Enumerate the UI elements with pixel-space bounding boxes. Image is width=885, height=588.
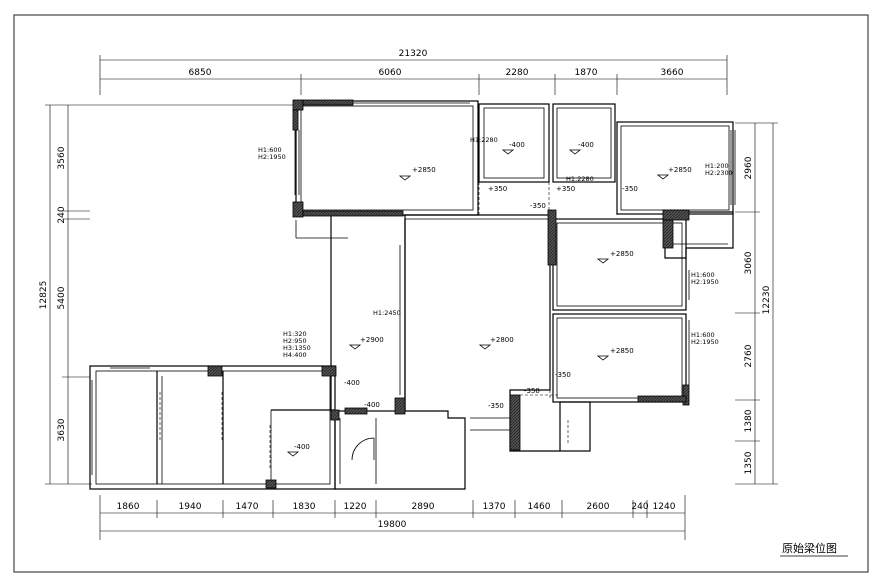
dim-right-1: 2960	[744, 156, 754, 179]
dim-left-3: 5400	[57, 286, 67, 309]
window-note: H1:600	[691, 331, 715, 339]
elevation-label: -400	[344, 379, 360, 387]
window-note: H4:400	[283, 351, 307, 359]
elevation-marker-icon	[398, 175, 412, 181]
elevation-labels: +2850 -400 -400 +2850 +350 +350 -350 -35…	[286, 141, 692, 457]
bottom-dimensions: 1860 1940 1470 1830 1220 2890 1370 1460 …	[99, 495, 686, 540]
dim-right-5: 1350	[744, 451, 754, 474]
dim-bottom-total: 19800	[378, 520, 407, 530]
walls	[89, 100, 734, 490]
window-note: H1:320	[283, 330, 307, 338]
dim-top-5: 3660	[661, 68, 684, 78]
elevation-label: -350	[530, 202, 546, 210]
dim-left-total: 12825	[39, 281, 49, 310]
dim-top-2: 6060	[379, 68, 402, 78]
elevation-label: -400	[294, 443, 310, 451]
dim-bottom-11: 1240	[653, 502, 676, 512]
elevation-marker-icon	[286, 451, 300, 457]
elevation-marker-icon	[478, 344, 492, 350]
window-note: H2:950	[283, 337, 307, 345]
dim-top-3: 2280	[506, 68, 529, 78]
elevation-marker-icon	[596, 258, 610, 264]
dim-bottom-4: 1830	[293, 502, 316, 512]
window-note: H1:200	[705, 162, 729, 170]
dim-right-total: 12230	[762, 285, 772, 314]
window-note: H1:2280	[470, 136, 498, 144]
dim-bottom-3: 1470	[236, 502, 259, 512]
dim-top-4: 1870	[575, 68, 598, 78]
drawing-frame	[13, 14, 869, 573]
dim-bottom-7: 1370	[483, 502, 506, 512]
drawing-title: 原始梁位图	[782, 541, 837, 555]
elevation-label: -350	[488, 402, 504, 410]
left-dimensions: 12825 3560 240 5400 3630	[39, 104, 300, 485]
window-note: H1:2450	[373, 309, 401, 317]
elevation-marker-icon	[501, 149, 515, 155]
window-notes: H1:600 H2:1950 H1:2280 H1:2280 H1:200 H2…	[258, 136, 733, 359]
dim-left-1: 3560	[57, 146, 67, 169]
elevation-label: +2850	[412, 166, 436, 174]
dim-bottom-6: 2890	[412, 502, 435, 512]
elevation-label: +2850	[610, 347, 634, 355]
dim-right-2: 3060	[744, 251, 754, 274]
dim-bottom-1: 1860	[117, 502, 140, 512]
dim-bottom-10: 240	[631, 502, 648, 512]
window-note: H2:1950	[258, 153, 286, 161]
elevation-label: +2850	[610, 250, 634, 258]
windows	[91, 102, 736, 475]
elevation-label: -350	[622, 185, 638, 193]
top-dimensions: 21320 6850 6060 2280 1870 3660	[99, 49, 728, 95]
dim-left-4: 3630	[57, 418, 67, 441]
dim-right-3: 2760	[744, 344, 754, 367]
elevation-label: +350	[556, 185, 575, 193]
window-note: H3:1350	[283, 344, 311, 352]
window-note: H1:600	[691, 271, 715, 279]
elevation-marker-icon	[348, 344, 362, 350]
dim-bottom-8: 1460	[528, 502, 551, 512]
dim-top-total: 21320	[399, 49, 428, 59]
window-note: H1:600	[258, 146, 282, 154]
elevation-label: -350	[555, 371, 571, 379]
dim-left-2: 240	[57, 206, 67, 223]
dim-top-1: 6850	[189, 68, 212, 78]
dim-bottom-5: 1220	[344, 502, 367, 512]
elevation-marker-icon	[596, 355, 610, 361]
dim-bottom-2: 1940	[179, 502, 202, 512]
elevation-label: +350	[488, 185, 507, 193]
elevation-label: -400	[578, 141, 594, 149]
window-note: H1:2280	[566, 175, 594, 183]
elevation-label: -400	[364, 401, 380, 409]
right-dimensions: 12230 2960 3060 2760 1380 1350	[735, 122, 778, 485]
elevation-label: -400	[509, 141, 525, 149]
elevation-marker-icon	[568, 149, 582, 155]
elevation-label: +2800	[490, 336, 514, 344]
window-note: H2:2300	[705, 169, 733, 177]
window-note: H2:1950	[691, 338, 719, 346]
elevation-label: +2850	[668, 166, 692, 174]
window-note: H2:1950	[691, 278, 719, 286]
dim-bottom-9: 2600	[587, 502, 610, 512]
elevation-label: -350	[524, 387, 540, 395]
elevation-label: +2900	[360, 336, 384, 344]
elevation-marker-icon	[656, 174, 670, 180]
dim-right-4: 1380	[744, 409, 754, 432]
columns	[207, 99, 690, 489]
